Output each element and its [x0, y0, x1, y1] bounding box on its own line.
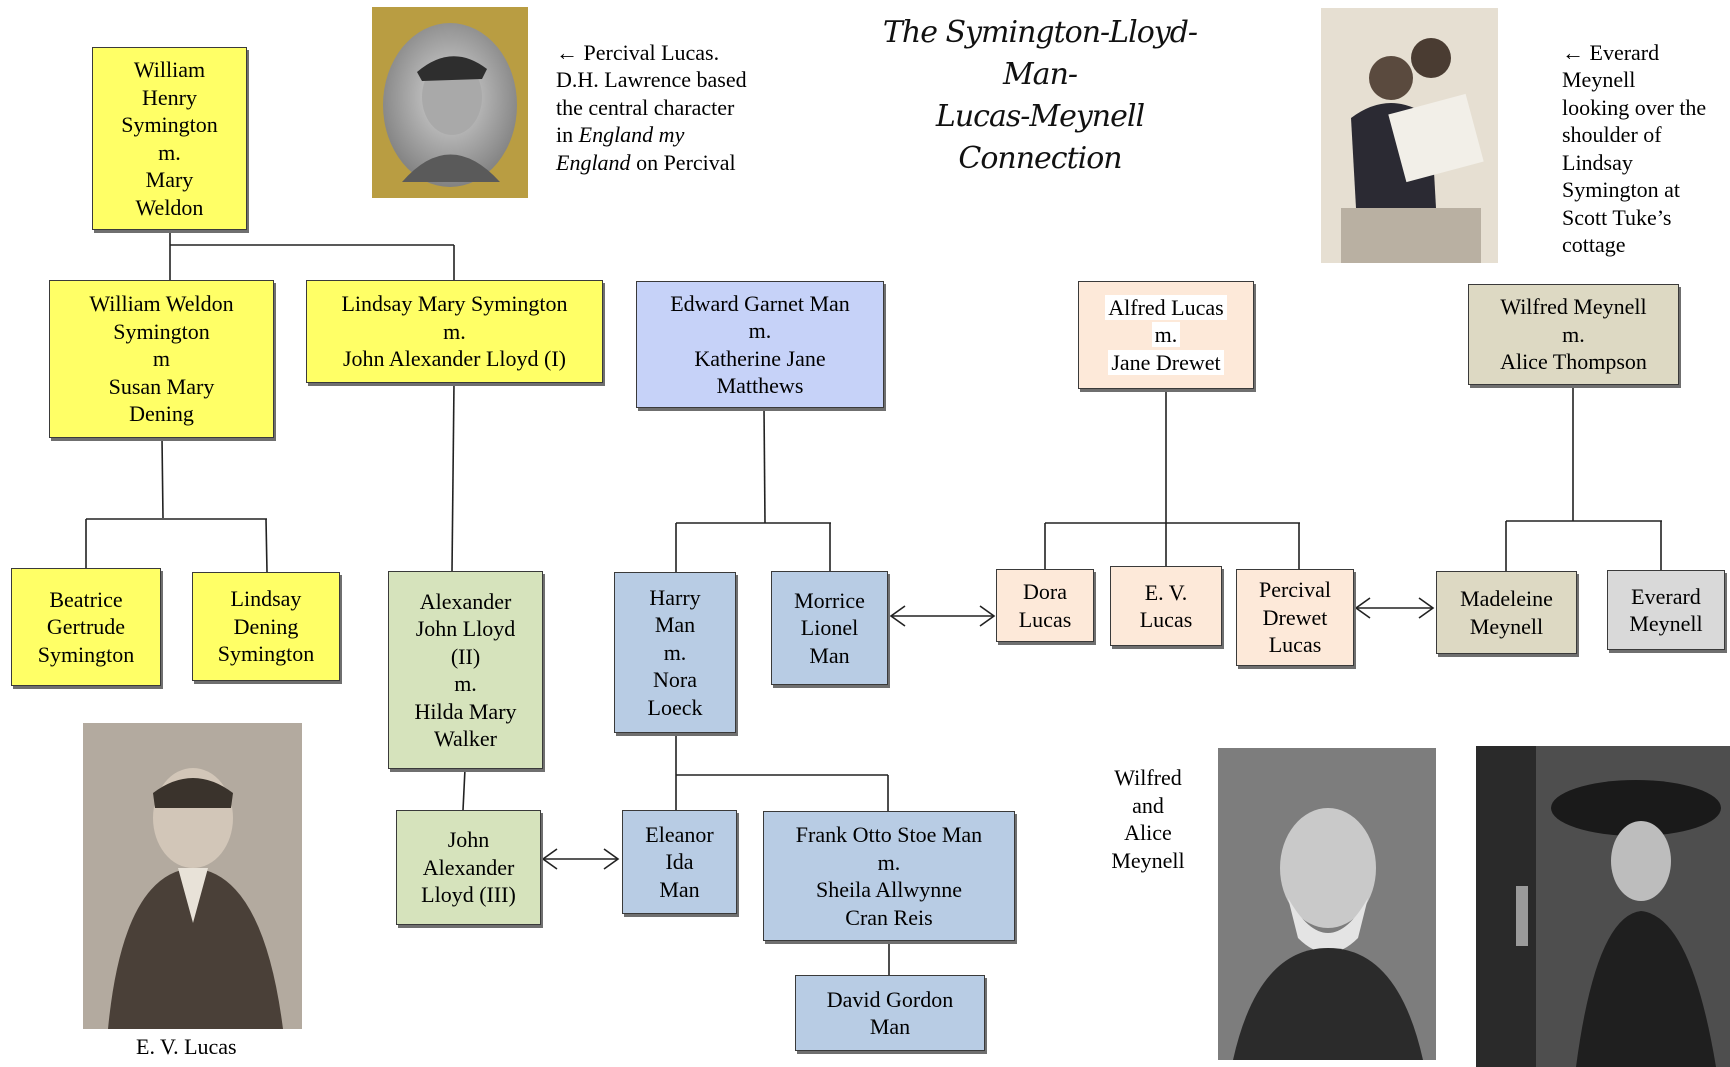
- box-edward-garnet-man: Edward Garnet Man m. Katherine Jane Matt…: [636, 281, 884, 408]
- person-label: Wilfred Meynell m. Alice Thompson: [1500, 294, 1647, 375]
- box-william-weldon-symington: William Weldon Symington m Susan Mary De…: [49, 280, 274, 438]
- caption-text: Everard: [1584, 39, 1660, 65]
- caption-text: on Percival: [630, 149, 736, 175]
- person-label: Morrice Lionel Man: [794, 587, 865, 668]
- alice-meynell-photo: [1476, 746, 1730, 1067]
- connector: [763, 407, 766, 524]
- person-label: Lindsay Mary Symington m. John Alexander…: [341, 291, 568, 372]
- percival-lucas-photo: [372, 7, 528, 198]
- jane-name: Jane Drewet: [1108, 349, 1224, 375]
- alfred-name: Alfred Lucas: [1105, 294, 1227, 320]
- box-morrice-man: Morrice Lionel Man: [771, 571, 888, 685]
- married-label: m.: [1151, 322, 1181, 348]
- person-label: Percival Drewet Lucas: [1258, 577, 1332, 658]
- everard-lindsay-photo: [1321, 8, 1498, 263]
- wilfred-alice-caption: Wilfred and Alice Meynell: [1111, 765, 1185, 873]
- box-alexander-lloyd: Alexander John Lloyd (II) m. Hilda Mary …: [388, 571, 543, 769]
- box-john-lloyd-iii: John Alexander Lloyd (III): [396, 810, 541, 925]
- marriage-arrow-lloyd-man: [541, 848, 620, 870]
- person-label: Madeleine Meynell: [1460, 586, 1553, 639]
- person-label: Edward Garnet Man m. Katherine Jane Matt…: [670, 290, 850, 399]
- person-label: E. V. Lucas: [1139, 579, 1193, 633]
- ev-lucas-photo: [83, 723, 302, 1029]
- diagram-title: The Symington-Lloyd-Man- Lucas-Meynell C…: [882, 15, 1198, 176]
- box-percival-lucas: Percival Drewet Lucas: [1236, 569, 1354, 666]
- percival-caption: ← Percival Lucas.D.H. Lawrence based the…: [556, 11, 747, 176]
- book-title: England my England: [556, 122, 685, 175]
- connector: [462, 768, 466, 811]
- connector: [161, 437, 164, 519]
- left-arrow-icon: ←: [556, 39, 578, 65]
- person-label: Lindsay Dening Symington: [217, 586, 315, 667]
- box-harry-man: Harry Man m. Nora Loeck: [614, 572, 736, 733]
- person-label: Everard Meynell: [1629, 583, 1703, 637]
- box-david-man: David Gordon Man: [795, 975, 985, 1051]
- box-william-henry-symington: William Henry Symington m. Mary Weldon: [92, 47, 247, 230]
- person-label: William Weldon Symington m Susan Mary De…: [89, 291, 234, 427]
- box-alfred-lucas: Alfred Lucas m. Jane Drewet: [1078, 281, 1254, 389]
- connector: [265, 518, 268, 573]
- box-wilfred-meynell: Wilfred Meynell m. Alice Thompson: [1468, 284, 1679, 385]
- box-beatrice-symington: Beatrice Gertrude Symington: [11, 568, 161, 686]
- box-dora-lucas: Dora Lucas: [996, 569, 1094, 642]
- box-lindsay-mary-symington: Lindsay Mary Symington m. John Alexander…: [306, 280, 603, 383]
- box-lindsay-dening-symington: Lindsay Dening Symington: [192, 572, 340, 681]
- person-label: Harry Man m. Nora Loeck: [647, 584, 703, 720]
- person-label: William Henry Symington m. Mary Weldon: [121, 57, 218, 220]
- marriage-arrow-man-lucas: [889, 605, 996, 627]
- caption-text: Percival Lucas.: [578, 39, 720, 65]
- box-madeleine-meynell: Madeleine Meynell: [1436, 571, 1577, 654]
- person-label: Alexander John Lloyd (II) m. Hilda Mary …: [414, 588, 517, 752]
- marriage-arrow-lucas-meynell: [1354, 597, 1435, 619]
- wilfred-meynell-photo: [1218, 748, 1436, 1060]
- caption-text: D.H. Lawrence based the central characte…: [556, 67, 747, 147]
- caption-text: Meynell looking over the shoulder of Lin…: [1562, 67, 1707, 257]
- person-label: Dora Lucas: [1018, 579, 1072, 632]
- ev-lucas-photo-caption: E. V. Lucas: [136, 1034, 237, 1059]
- person-label: Frank Otto Stoe Man m. Sheila Allwynne C…: [795, 822, 983, 930]
- box-eleanor-man: Eleanor Ida Man: [622, 810, 737, 914]
- left-arrow-icon: ←: [1562, 39, 1584, 65]
- person-label: Alfred Lucas m. Jane Drewet: [1105, 294, 1227, 377]
- person-label: Eleanor Ida Man: [645, 821, 714, 902]
- person-label: David Gordon Man: [826, 986, 954, 1040]
- box-ev-lucas: E. V. Lucas: [1110, 566, 1222, 646]
- connector: [451, 382, 455, 572]
- box-frank-man: Frank Otto Stoe Man m. Sheila Allwynne C…: [763, 811, 1015, 941]
- person-label: John Alexander Lloyd (III): [421, 827, 516, 908]
- box-everard-meynell: Everard Meynell: [1607, 570, 1725, 650]
- person-label: Beatrice Gertrude Symington: [37, 586, 135, 667]
